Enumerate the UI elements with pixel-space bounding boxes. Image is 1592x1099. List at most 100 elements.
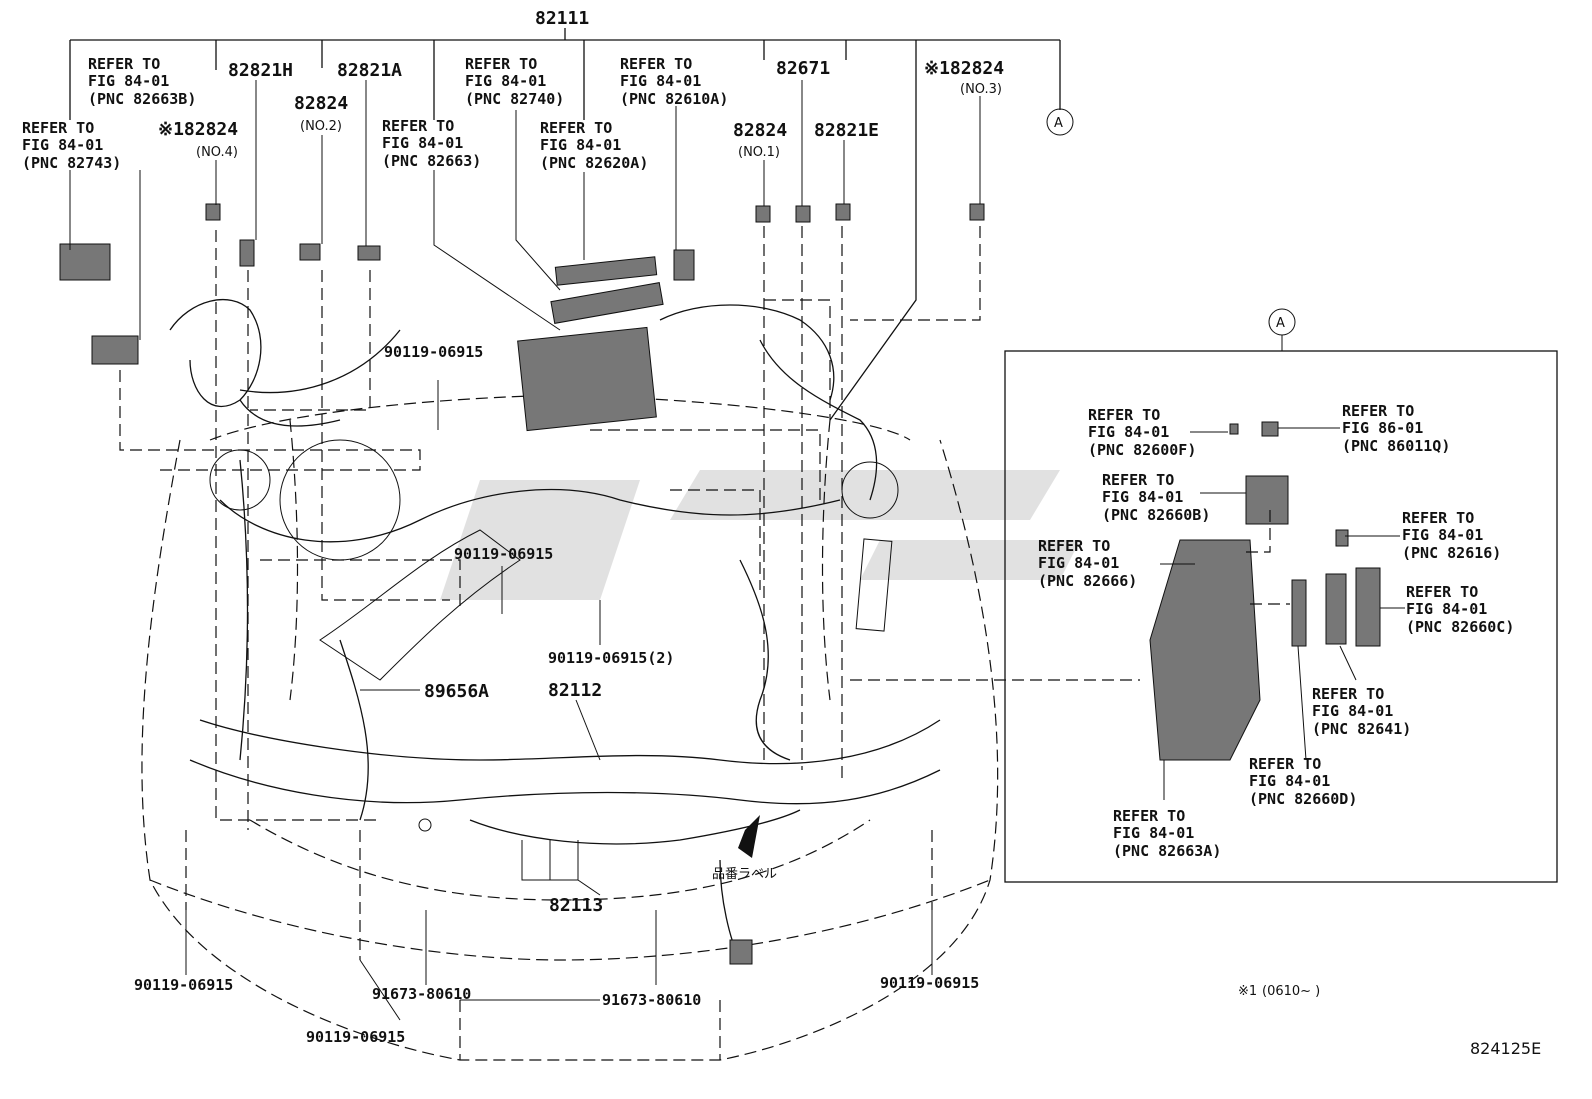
svg-text:(PNC 82660B): (PNC 82660B) <box>1102 506 1210 524</box>
pn-82824-no2-sub: (NO.2) <box>300 119 342 134</box>
svg-text:FIG 84-01: FIG 84-01 <box>1312 702 1393 720</box>
svg-text:REFER TO: REFER TO <box>1402 509 1474 527</box>
ref-82663a: REFER TO FIG 84-01 (PNC 82663A) <box>1113 807 1221 860</box>
svg-text:(PNC 82666): (PNC 82666) <box>1038 572 1137 590</box>
svg-text:(PNC 82641): (PNC 82641) <box>1312 720 1411 738</box>
svg-text:FIG 84-01: FIG 84-01 <box>1088 423 1169 441</box>
circle-a-label: A <box>1054 116 1063 131</box>
circle-a2-label: A <box>1276 316 1285 331</box>
svg-text:REFER TO: REFER TO <box>465 55 537 73</box>
leader-lines <box>69 80 981 1021</box>
svg-text:FIG 84-01: FIG 84-01 <box>1113 824 1194 842</box>
svg-text:FIG 84-01: FIG 84-01 <box>1038 554 1119 572</box>
svg-text:FIG 84-01: FIG 84-01 <box>382 134 463 152</box>
ref-82610a: REFER TO FIG 84-01 (PNC 82610A) <box>620 55 728 108</box>
svg-text:(PNC 82663A): (PNC 82663A) <box>1113 842 1221 860</box>
ref-86011q: REFER TO FIG 86-01 (PNC 86011Q) <box>1342 402 1450 455</box>
pn-90119-06915-c: 90119-06915(2) <box>548 649 674 667</box>
pn-91673-80610-b: 91673-80610 <box>602 991 701 1009</box>
svg-text:FIG 84-01: FIG 84-01 <box>465 72 546 90</box>
svg-text:REFER TO: REFER TO <box>1113 807 1185 825</box>
pn-82113: 82113 <box>549 895 603 916</box>
pn-82824-no3-sub: (NO.3) <box>960 82 1002 97</box>
svg-text:FIG 84-01: FIG 84-01 <box>620 72 701 90</box>
svg-text:(PNC 82610A): (PNC 82610A) <box>620 90 728 108</box>
pn-90119-06915-b: 90119-06915 <box>454 545 553 563</box>
svg-text:FIG 84-01: FIG 84-01 <box>540 136 621 154</box>
pn-82824-no3: ※182824 <box>924 58 1004 79</box>
svg-text:(PNC 82663B): (PNC 82663B) <box>88 90 196 108</box>
pn-82821e: 82821E <box>814 120 879 141</box>
pn-82821a: 82821A <box>337 60 402 81</box>
ref-82660c: REFER TO FIG 84-01 (PNC 82660C) <box>1406 583 1514 636</box>
ref-82641: REFER TO FIG 84-01 (PNC 82641) <box>1312 685 1411 738</box>
pn-82824-no4-sub: (NO.4) <box>196 145 238 160</box>
pn-82824-no1-sub: (NO.1) <box>738 145 780 160</box>
pn-82671: 82671 <box>776 58 830 79</box>
svg-text:REFER TO: REFER TO <box>22 119 94 137</box>
pn-82824-no2: 82824 <box>294 93 348 114</box>
svg-text:(PNC 82740): (PNC 82740) <box>465 90 564 108</box>
svg-text:REFER TO: REFER TO <box>382 117 454 135</box>
ref-82666: REFER TO FIG 84-01 (PNC 82666) <box>1038 537 1137 590</box>
svg-text:FIG 86-01: FIG 86-01 <box>1342 419 1423 437</box>
svg-text:REFER TO: REFER TO <box>1342 402 1414 420</box>
svg-text:(PNC 82616): (PNC 82616) <box>1402 544 1501 562</box>
callout-dashed-lines <box>119 226 1140 960</box>
watermark-logo <box>440 470 1080 600</box>
svg-text:(PNC 82743): (PNC 82743) <box>22 154 121 172</box>
svg-text:(PNC 82663): (PNC 82663) <box>382 152 481 170</box>
svg-text:FIG 84-01: FIG 84-01 <box>1406 600 1487 618</box>
pn-82112: 82112 <box>548 680 602 701</box>
svg-text:REFER TO: REFER TO <box>540 119 612 137</box>
svg-text:(PNC 82620A): (PNC 82620A) <box>540 154 648 172</box>
pn-90119-06915-bl: 90119-06915 <box>134 976 233 994</box>
svg-text:REFER TO: REFER TO <box>88 55 160 73</box>
ref-82616: REFER TO FIG 84-01 (PNC 82616) <box>1402 509 1501 562</box>
svg-text:(PNC 86011Q): (PNC 86011Q) <box>1342 437 1450 455</box>
part-number-label-tag: 品番ラベル <box>712 867 777 882</box>
pn-90119-06915-br: 90119-06915 <box>880 974 979 992</box>
pn-90119-06915-bc: 90119-06915 <box>306 1028 405 1046</box>
diagram-code: 824125E <box>1470 1039 1541 1058</box>
ref-82660d: REFER TO FIG 84-01 (PNC 82660D) <box>1249 755 1357 808</box>
ref-82743: REFER TO FIG 84-01 (PNC 82743) <box>22 119 121 172</box>
vehicle-body-outline <box>141 394 999 1061</box>
wire-harness <box>59 203 985 965</box>
ref-82663b: REFER TO FIG 84-01 (PNC 82663B) <box>88 55 196 108</box>
pn-90119-06915-a: 90119-06915 <box>384 343 483 361</box>
svg-text:REFER TO: REFER TO <box>1038 537 1110 555</box>
svg-text:REFER TO: REFER TO <box>1406 583 1478 601</box>
svg-text:REFER TO: REFER TO <box>1102 471 1174 489</box>
svg-text:REFER TO: REFER TO <box>1249 755 1321 773</box>
ref-82600f: REFER TO FIG 84-01 (PNC 82600F) <box>1088 406 1196 459</box>
ref-82660b: REFER TO FIG 84-01 (PNC 82660B) <box>1102 471 1210 524</box>
svg-text:(PNC 82600F): (PNC 82600F) <box>1088 441 1196 459</box>
bracket-82111 <box>69 28 1061 421</box>
pn-82824-no1: 82824 <box>733 120 787 141</box>
footnote-mark: ※1 <box>1238 984 1257 999</box>
ref-82620a: REFER TO FIG 84-01 (PNC 82620A) <box>540 119 648 172</box>
svg-text:(PNC 82660C): (PNC 82660C) <box>1406 618 1514 636</box>
inset-box-a: A <box>1004 308 1558 883</box>
callout-circle-a: A <box>1046 108 1074 136</box>
pn-82824-no4: ※182824 <box>158 119 238 140</box>
svg-text:FIG 84-01: FIG 84-01 <box>22 136 103 154</box>
arrow-icon <box>738 815 760 858</box>
ref-82663: REFER TO FIG 84-01 (PNC 82663) <box>382 117 481 170</box>
ref-82740: REFER TO FIG 84-01 (PNC 82740) <box>465 55 564 108</box>
svg-text:REFER TO: REFER TO <box>620 55 692 73</box>
svg-text:FIG 84-01: FIG 84-01 <box>1249 772 1330 790</box>
svg-text:FIG 84-01: FIG 84-01 <box>88 72 169 90</box>
pn-82111: 82111 <box>535 8 589 29</box>
svg-text:REFER TO: REFER TO <box>1088 406 1160 424</box>
footnote-text: (0610~ ) <box>1262 984 1320 999</box>
svg-text:(PNC 82660D): (PNC 82660D) <box>1249 790 1357 808</box>
svg-text:FIG 84-01: FIG 84-01 <box>1102 488 1183 506</box>
pn-89656a: 89656A <box>424 681 489 702</box>
pn-91673-80610-a: 91673-80610 <box>372 985 471 1003</box>
pn-82821h: 82821H <box>228 60 293 81</box>
svg-text:FIG 84-01: FIG 84-01 <box>1402 526 1483 544</box>
